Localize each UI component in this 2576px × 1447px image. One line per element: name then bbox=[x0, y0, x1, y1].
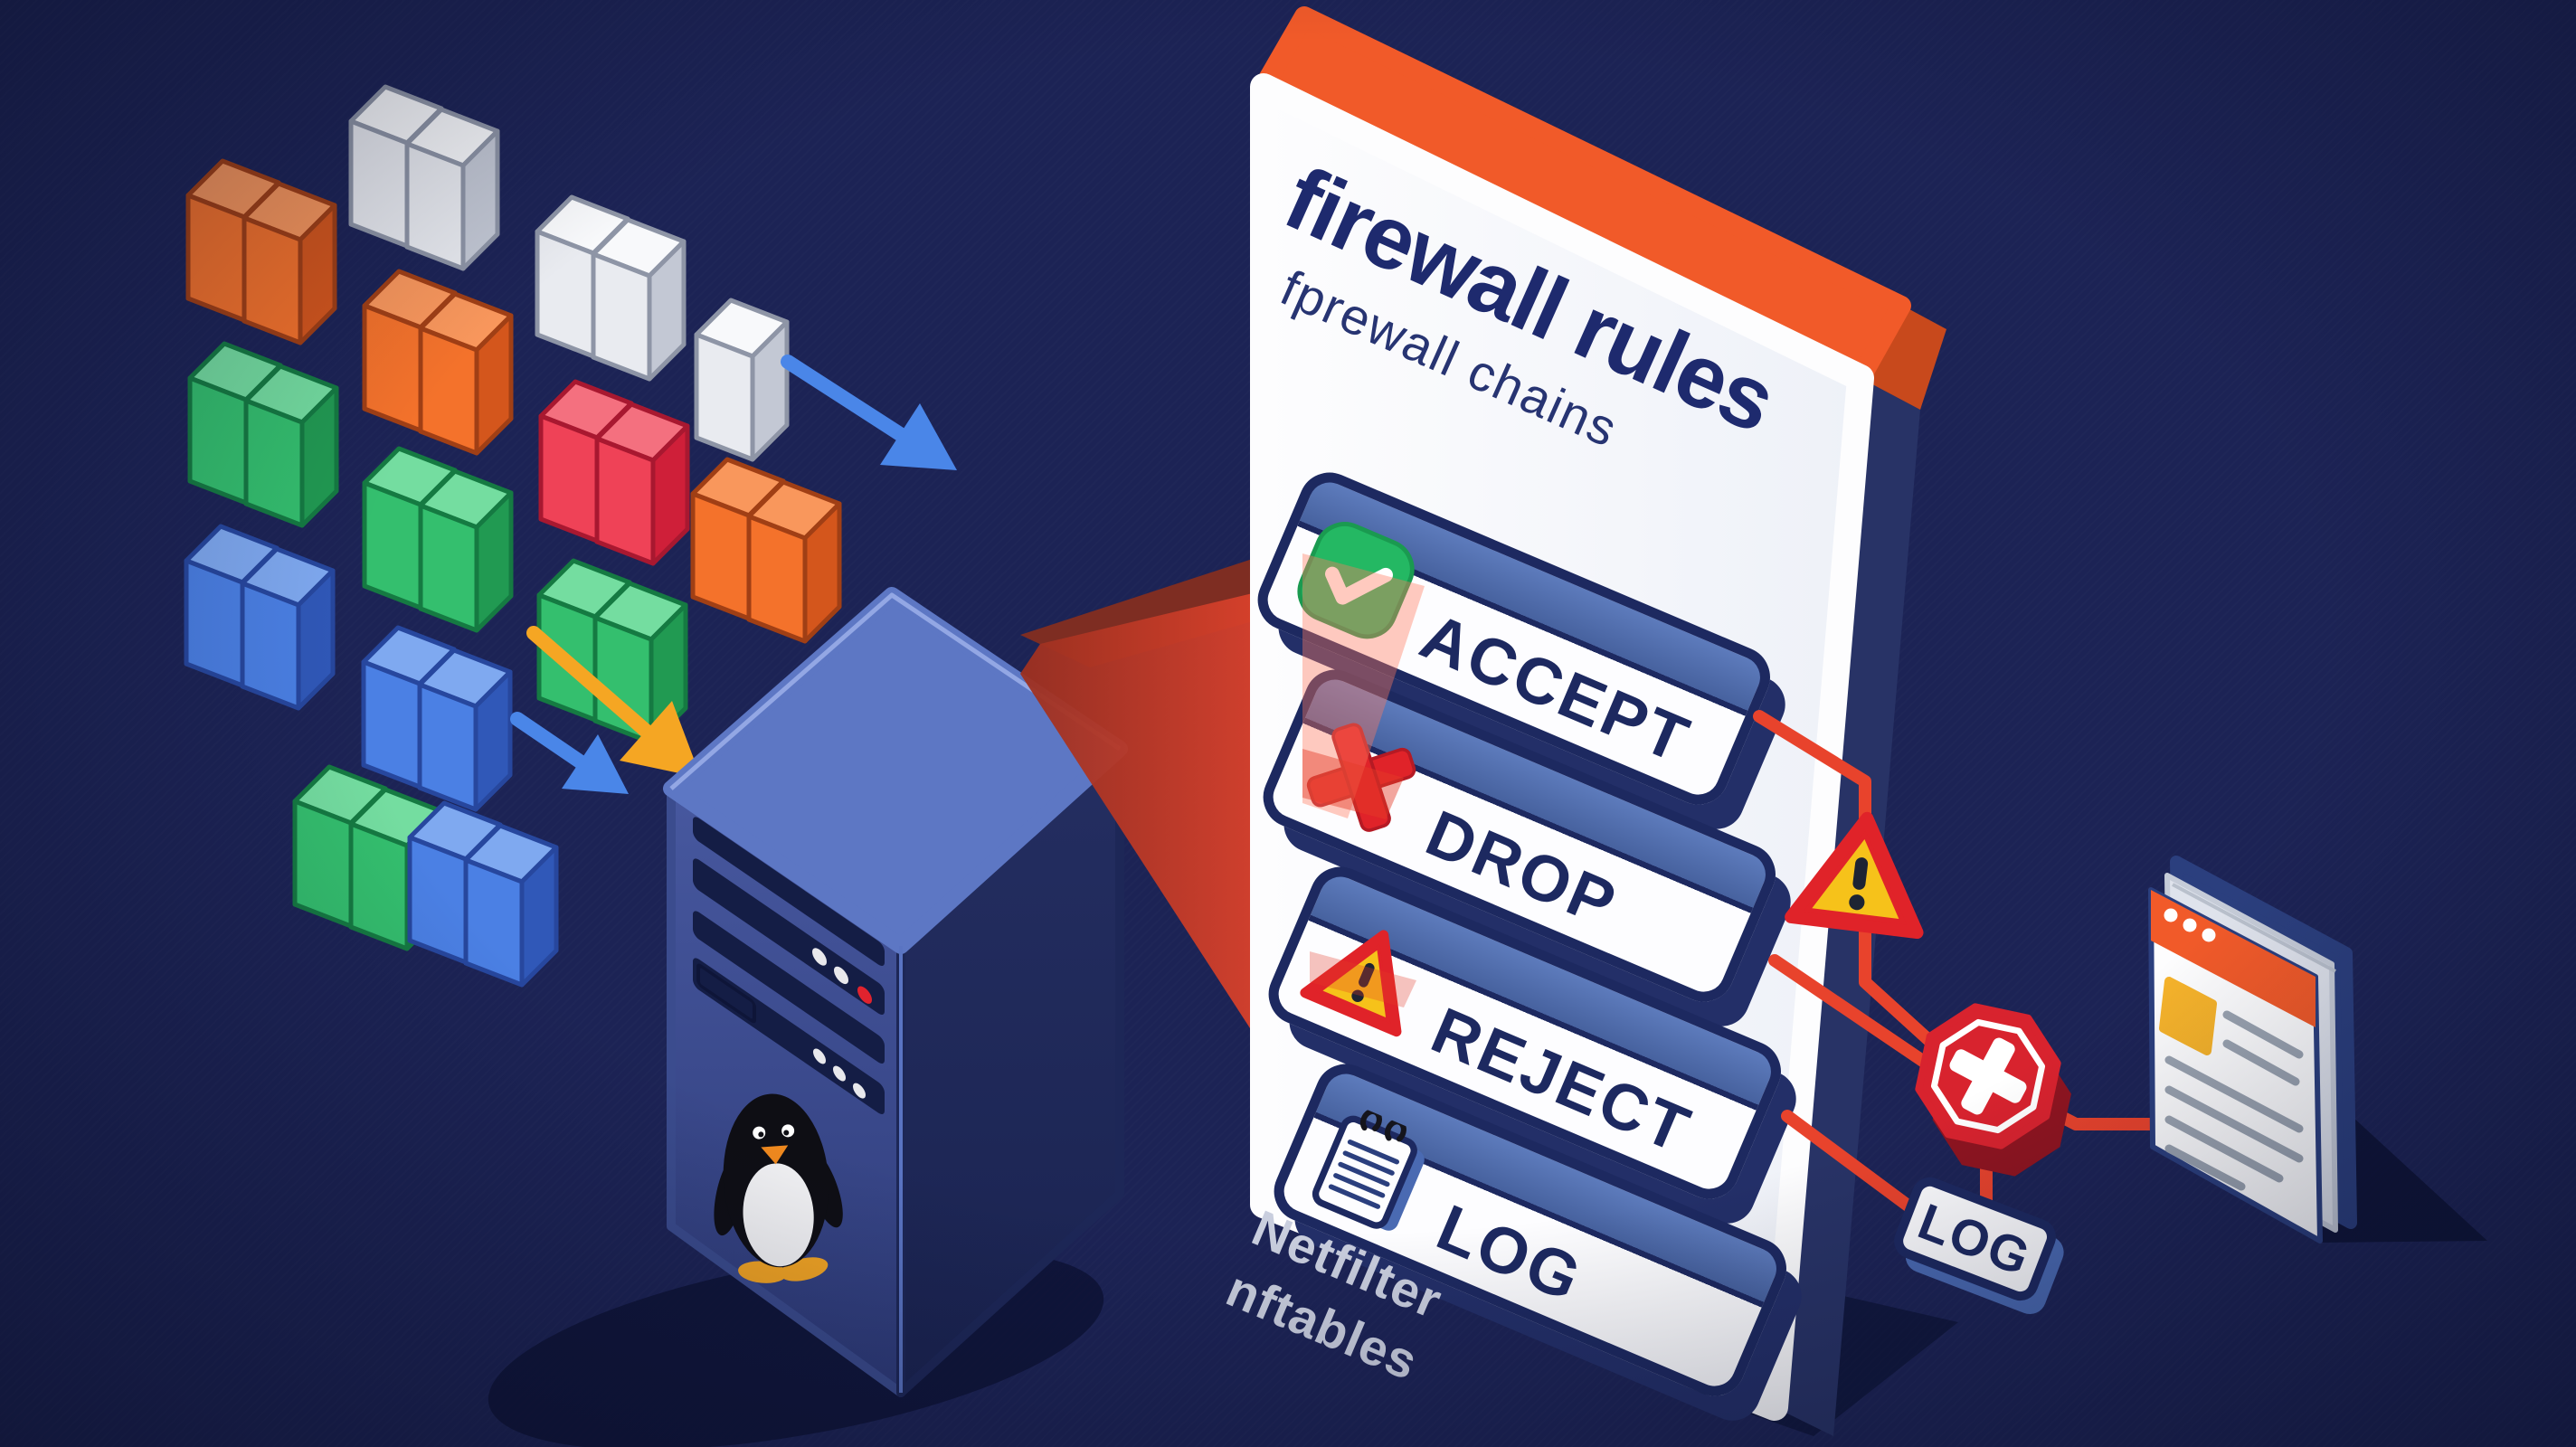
chain-row-label: LOG bbox=[1426, 1191, 1593, 1317]
check-icon bbox=[1283, 508, 1428, 653]
warning-icon bbox=[1294, 903, 1439, 1047]
x-icon bbox=[1289, 705, 1434, 850]
